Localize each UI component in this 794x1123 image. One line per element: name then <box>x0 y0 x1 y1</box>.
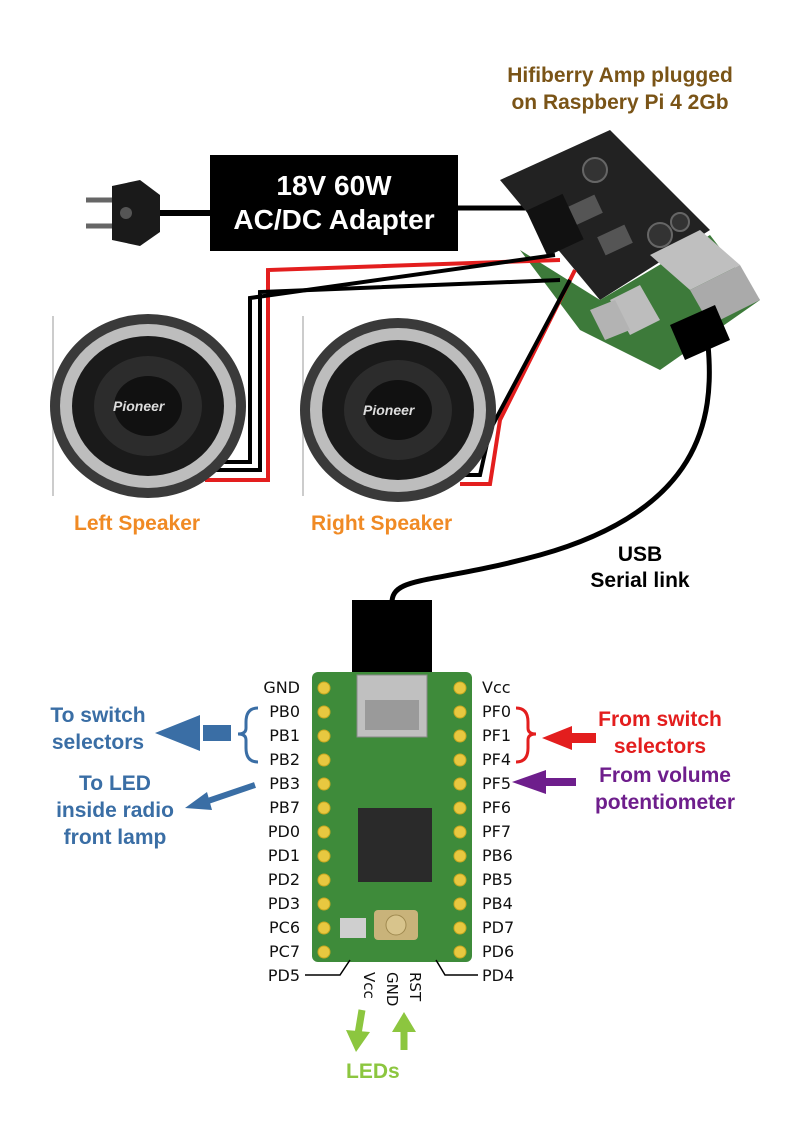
usb-cable <box>389 344 712 606</box>
led-up-arrow <box>392 1012 416 1050</box>
pin-pad <box>317 921 331 935</box>
pin-label-bottom-rst: RST <box>406 972 424 1002</box>
pin-pad <box>317 873 331 887</box>
pin-label-pf7: PF7 <box>482 822 512 841</box>
left-speaker <box>50 314 246 498</box>
pin-pad <box>317 801 331 815</box>
right-speaker-brand: Pioneer <box>363 402 415 418</box>
pin-label-bottom-vcc: Vcc <box>360 972 378 999</box>
to-switch-label: To switch selectors <box>30 702 166 756</box>
pin-pad <box>317 729 331 743</box>
pin-pad <box>317 681 331 695</box>
pin-pad <box>317 753 331 767</box>
leds-label: LEDs <box>346 1060 400 1083</box>
pin-label-pb6: PB6 <box>482 846 513 865</box>
usb-plug-pi <box>670 305 730 360</box>
pin-pad <box>317 849 331 863</box>
to-led-line3: front lamp <box>63 826 167 849</box>
left-brace <box>237 706 259 764</box>
pin-pad <box>453 681 467 695</box>
to-switch-line1: To switch <box>50 704 146 727</box>
pd5-leader <box>305 959 351 976</box>
pin-label-pb2: PB2 <box>269 750 300 769</box>
from-switch-line2: selectors <box>613 735 707 758</box>
usb-label-line1: USB <box>617 543 663 566</box>
to-switch-line2: selectors <box>51 731 145 754</box>
pin-label-pc7: PC7 <box>269 942 300 961</box>
pd4-leader <box>435 959 478 976</box>
pin-label-pb5: PB5 <box>482 870 513 889</box>
from-volume-arrow <box>512 770 576 794</box>
pin-pad <box>453 849 467 863</box>
amp-label: Hifiberry Amp plugged on Raspbery Pi 4 2… <box>470 62 770 116</box>
pin-label-pb1: PB1 <box>269 726 300 745</box>
pin-label-pb3: PB3 <box>269 774 300 793</box>
from-volume-line1: From volume <box>599 764 731 787</box>
pin-label-bottom-gnd: GND <box>383 972 401 1007</box>
from-switch-arrow <box>542 726 596 750</box>
ac-dc-adapter: 18V 60W AC/DC Adapter <box>210 155 458 251</box>
pin-label-pb0: PB0 <box>269 702 300 721</box>
pin-pad <box>453 897 467 911</box>
pin-label-vcc: Vcc <box>482 678 511 697</box>
usb-label-line2: Serial link <box>590 569 690 592</box>
usb-label: USB Serial link <box>575 542 705 594</box>
pin-label-gnd: GND <box>263 678 300 697</box>
pin-pad <box>453 801 467 815</box>
from-switch-label: From switch selectors <box>585 706 735 760</box>
pin-pad <box>453 873 467 887</box>
left-speaker-label: Left Speaker <box>74 512 201 535</box>
pin-label-pf6: PF6 <box>482 798 512 817</box>
pin-label-pf0: PF0 <box>482 702 512 721</box>
pin-label-pf4: PF4 <box>482 750 512 769</box>
pin-label-pd4: PD4 <box>482 966 515 985</box>
pin-pad <box>453 753 467 767</box>
pin-pad <box>453 825 467 839</box>
amp-label-line1: Hifiberry Amp plugged <box>507 64 733 87</box>
right-pin-pads <box>453 681 467 959</box>
left-pin-pads <box>317 681 331 959</box>
pin-label-pb7: PB7 <box>269 798 300 817</box>
pin-pad <box>317 777 331 791</box>
left-speaker-brand: Pioneer <box>113 398 165 414</box>
pin-label-pd7: PD7 <box>482 918 515 937</box>
microcontroller-board <box>312 600 472 962</box>
to-led-arrow <box>185 782 256 810</box>
to-led-line1: To LED <box>79 772 151 795</box>
pin-label-pd1: PD1 <box>267 846 300 865</box>
pin-pad <box>453 945 467 959</box>
pin-pad <box>453 921 467 935</box>
pin-pad <box>453 777 467 791</box>
pin-label-pd2: PD2 <box>267 870 300 889</box>
from-volume-label: From volume potentiometer <box>580 762 750 816</box>
to-led-line2: inside radio <box>56 799 174 822</box>
pin-pad <box>317 945 331 959</box>
pin-label-pb4: PB4 <box>482 894 513 913</box>
pin-pad <box>453 705 467 719</box>
from-switch-line1: From switch <box>598 708 722 731</box>
pin-pad <box>317 897 331 911</box>
pin-label-pd0: PD0 <box>267 822 300 841</box>
led-down-arrow <box>346 1009 370 1052</box>
adapter-line2: AC/DC Adapter <box>233 204 435 235</box>
pin-label-pf5: PF5 <box>482 774 512 793</box>
pin-pad <box>317 705 331 719</box>
pin-pad <box>317 825 331 839</box>
to-led-label: To LED inside radio front lamp <box>40 770 190 851</box>
right-brace <box>515 706 537 764</box>
pin-label-pd5: PD5 <box>267 966 300 985</box>
adapter-line1: 18V 60W <box>276 170 392 201</box>
pin-label-pf1: PF1 <box>482 726 512 745</box>
power-plug <box>86 180 210 246</box>
pin-label-pd3: PD3 <box>267 894 300 913</box>
to-switch-arrow <box>155 715 231 751</box>
pin-label-pd6: PD6 <box>482 942 515 961</box>
right-speaker-label: Right Speaker <box>311 512 453 535</box>
from-volume-line2: potentiometer <box>594 791 735 814</box>
pin-pad <box>453 729 467 743</box>
pin-label-pc6: PC6 <box>269 918 300 937</box>
right-speaker <box>300 316 496 502</box>
amp-label-line2: on Raspbery Pi 4 2Gb <box>511 91 729 114</box>
